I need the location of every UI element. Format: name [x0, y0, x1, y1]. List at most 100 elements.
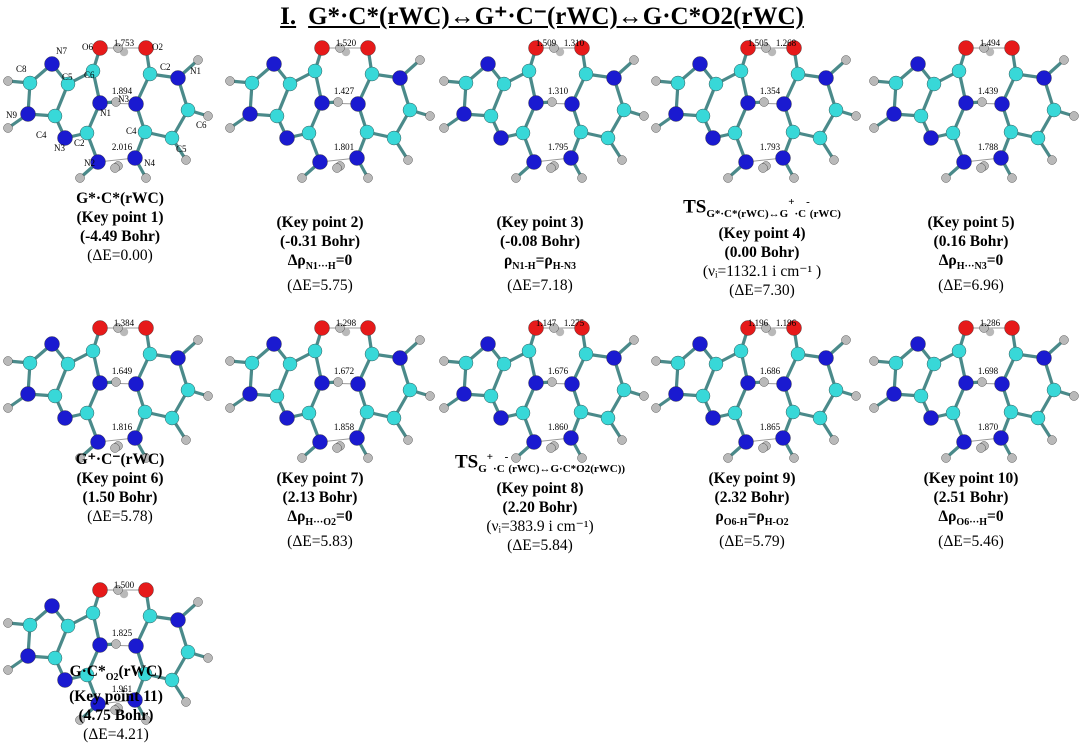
- hydrogen-atom: [941, 453, 951, 463]
- bond-length-label: 1.753: [114, 38, 135, 48]
- hydrogen-atom: [869, 356, 879, 366]
- carbon-atom: [164, 130, 180, 146]
- density-condition: ΔρH···N3=0: [938, 252, 1004, 273]
- carbon-atom: [945, 405, 961, 421]
- hydrogen-atom: [113, 323, 123, 333]
- molecule-graph: [3, 582, 213, 725]
- hydrogen-atom: [549, 323, 559, 333]
- carbon-atom: [402, 102, 418, 118]
- carbon-atom: [951, 63, 967, 79]
- nitrogen-atom: [606, 350, 622, 366]
- transition-state-name: TSG*·C*(rWC)↔G+·C-(rWC): [683, 196, 841, 221]
- nitrogen-atom: [90, 154, 106, 170]
- nitrogen-atom: [92, 375, 108, 391]
- caption-kp5: (Key point 5) (0.16 Bohr) ΔρH···N3=0 (ΔE…: [871, 213, 1071, 295]
- hydrogen-atom: [979, 43, 989, 53]
- carbon-atom: [458, 355, 474, 371]
- carbon-atom: [573, 404, 589, 420]
- hydrogen-atom: [203, 391, 213, 401]
- hydrogen-atom: [841, 335, 851, 345]
- hydrogen-atom: [617, 155, 627, 165]
- carbon-atom: [364, 346, 380, 362]
- hydrogen-atom: [723, 173, 733, 183]
- oxygen-atom: [314, 320, 330, 336]
- density-condition: ΔρN1···H=0: [287, 252, 353, 273]
- nitrogen-atom: [1036, 350, 1052, 366]
- carbon-atom: [47, 108, 63, 124]
- nitrogen-atom: [923, 130, 939, 146]
- nitrogen-atom: [528, 95, 544, 111]
- hydrogen-atom: [439, 76, 449, 86]
- hydrogen-atom: [789, 453, 799, 463]
- nitrogen-atom: [20, 648, 36, 664]
- hydrogen-atom: [439, 403, 449, 413]
- hydrogen-atom: [3, 665, 13, 675]
- figure-title: I.G*·C*(rWC)↔G⁺·C⁻(rWC)↔G·C*O2(rWC): [0, 0, 1084, 34]
- bond-length-label: 1.870: [978, 422, 999, 432]
- nitrogen-atom: [740, 375, 756, 391]
- caption-kp1: G*·C*(rWC) (Key point 1) (-4.49 Bohr) (Δ…: [20, 189, 220, 265]
- nitrogen-atom: [994, 96, 1010, 112]
- caption-kp7: (Key point 7) (2.13 Bohr) ΔρH···O2=0 (ΔE…: [220, 469, 420, 551]
- nitrogen-atom: [886, 106, 902, 122]
- atom-label: N1: [190, 66, 201, 76]
- atom-label: N7: [56, 46, 67, 56]
- hydrogen-atom: [651, 403, 661, 413]
- carbon-atom: [913, 388, 929, 404]
- hydrogen-atom: [225, 76, 235, 86]
- carbon-atom: [301, 405, 317, 421]
- nitrogen-atom: [563, 150, 579, 166]
- molecule-graph: [3, 320, 213, 463]
- bohr-coordinate: (-0.08 Bohr): [499, 233, 581, 250]
- hydrogen-atom: [439, 123, 449, 133]
- bohr-coordinate: (-4.49 Bohr): [79, 228, 161, 245]
- nitrogen-atom: [128, 638, 144, 654]
- hydrogen-atom: [332, 163, 342, 173]
- hydrogen-atom: [141, 173, 151, 183]
- nitrogen-atom: [266, 56, 282, 72]
- carbon-atom: [785, 124, 801, 140]
- carbon-atom: [1008, 66, 1024, 82]
- nitrogen-atom: [170, 70, 186, 86]
- nitrogen-atom: [563, 430, 579, 446]
- carbon-atom: [244, 75, 260, 91]
- key-point-label: (Key point 2): [276, 214, 364, 231]
- hydrogen-atom: [869, 403, 879, 413]
- hydrogen-atom: [335, 43, 345, 53]
- carbon-atom: [790, 66, 806, 82]
- hydrogen-atom: [651, 76, 661, 86]
- carbon-atom: [521, 63, 537, 79]
- hydrogen-atom: [203, 653, 213, 663]
- carbon-atom: [1030, 130, 1046, 146]
- hydrogen-atom: [976, 443, 986, 453]
- hydrogen-atom: [759, 377, 769, 387]
- hydrogen-atom: [979, 323, 989, 333]
- bond-length-label: 1.795: [548, 142, 569, 152]
- hydrogen-atom: [1047, 435, 1057, 445]
- nitrogen-atom: [480, 336, 496, 352]
- nitrogen-atom: [128, 96, 144, 112]
- nitrogen-atom: [958, 375, 974, 391]
- hydrogen-atom: [977, 97, 987, 107]
- nitrogen-atom: [564, 376, 580, 392]
- hydrogen-atom: [333, 377, 343, 387]
- nitrogen-atom: [692, 56, 708, 72]
- carbon-atom: [888, 75, 904, 91]
- bohr-coordinate: (2.20 Bohr): [502, 499, 578, 517]
- hydrogen-atom: [110, 705, 120, 715]
- hydrogen-atom: [363, 173, 373, 183]
- bond-length-label: 1.494: [980, 38, 1001, 48]
- nitrogen-atom: [493, 410, 509, 426]
- nitrogen-atom: [493, 130, 509, 146]
- carbon-atom: [616, 102, 632, 118]
- nitrogen-atom: [314, 375, 330, 391]
- atom-label: C2: [74, 138, 85, 148]
- carbon-atom: [359, 404, 375, 420]
- hydrogen-atom: [511, 453, 521, 463]
- bond-length-label: 1.676: [548, 366, 569, 376]
- carbon-atom: [483, 108, 499, 124]
- nitrogen-atom: [886, 386, 902, 402]
- carbon-atom: [913, 108, 929, 124]
